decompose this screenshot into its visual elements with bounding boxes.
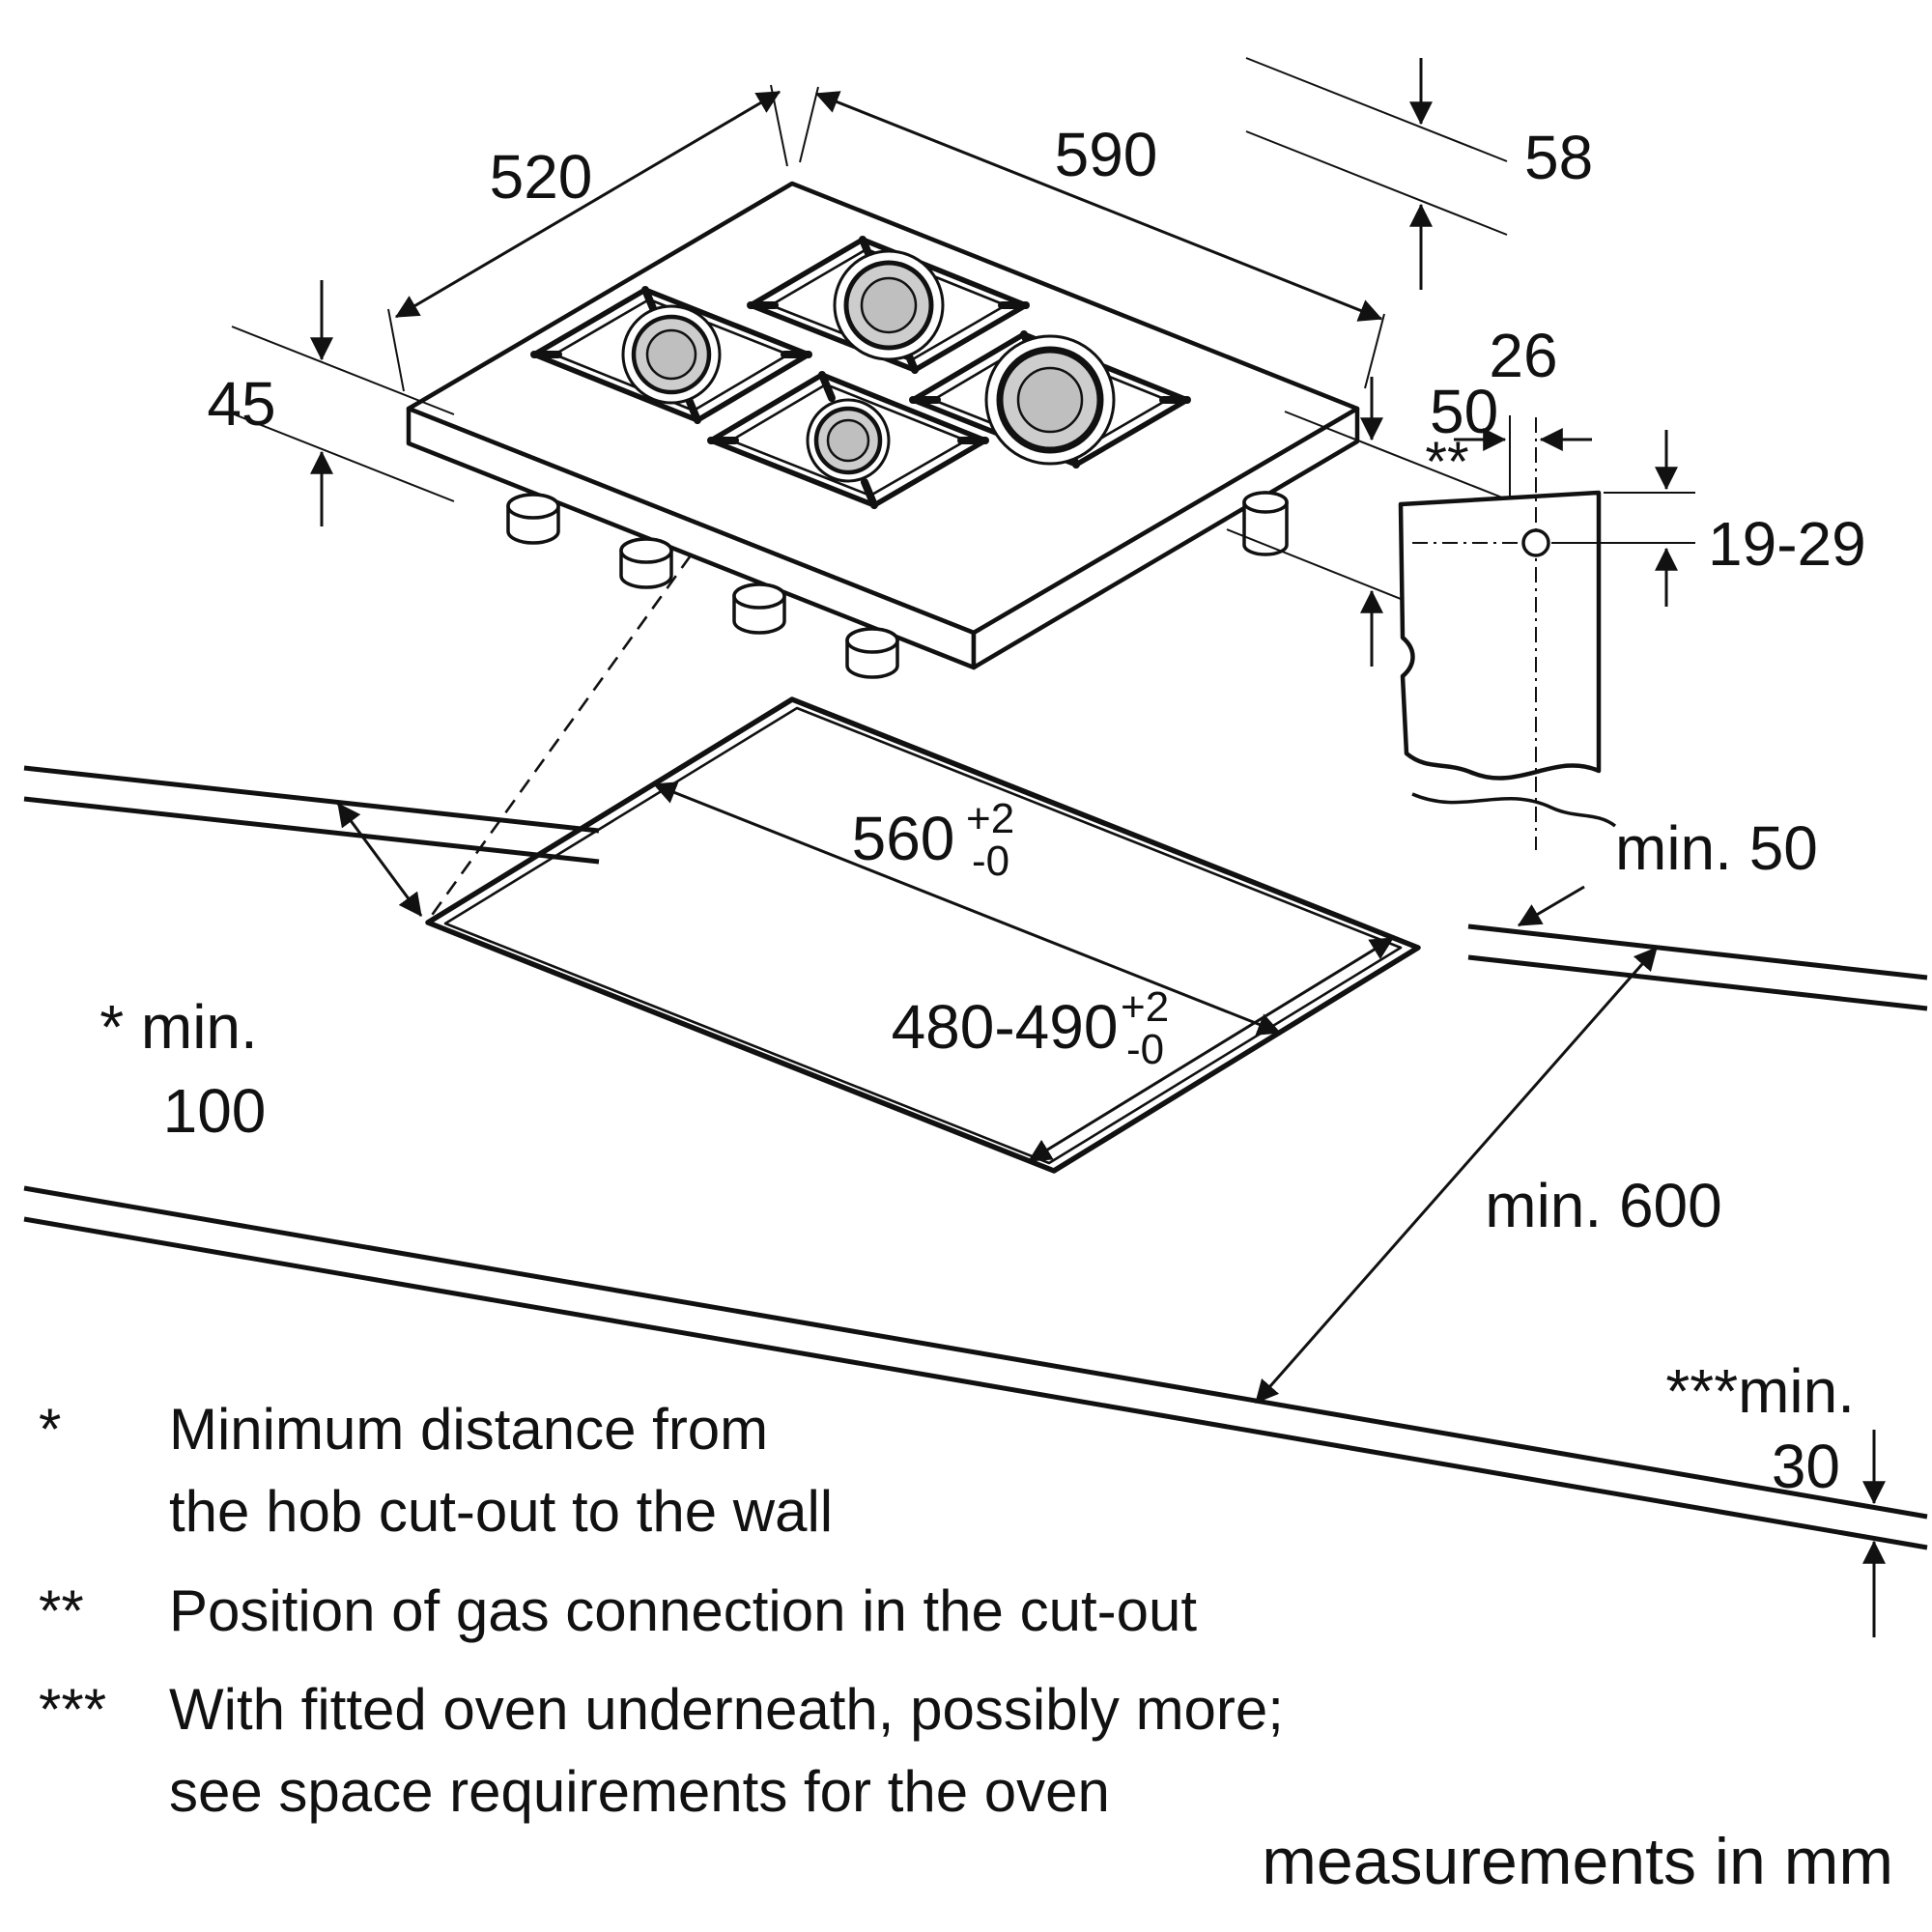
control-knobs bbox=[506, 493, 899, 679]
hob-isometric-view bbox=[406, 181, 1360, 679]
worktop-back-edge-left-inner bbox=[23, 796, 600, 865]
worktop-depth-label: min. 600 bbox=[1485, 1171, 1721, 1240]
back-clearance-label: min. 50 bbox=[1615, 813, 1818, 883]
cutout-depth-tol-minus: -0 bbox=[1126, 1026, 1164, 1073]
gas-connection-hole bbox=[1521, 528, 1550, 557]
dimension-worktop-thickness: ***min. 30 bbox=[1665, 1356, 1886, 1637]
side-clearance-label-1: * min. bbox=[99, 992, 258, 1062]
worktop-front-edge bbox=[23, 1185, 1928, 1520]
dimension-19-29: 19-29 bbox=[1551, 430, 1866, 607]
dimension-side-clearance: * min. 100 bbox=[99, 803, 423, 1146]
worktop-back-edge-right bbox=[1467, 923, 1928, 980]
cutout-outer-edge bbox=[425, 696, 1421, 1174]
cutout-depth-label: 480-490 bbox=[892, 992, 1119, 1062]
footnote-3-line-1: With fitted oven underneath, possibly mo… bbox=[169, 1677, 1284, 1742]
dimension-worktop-depth: min. 600 bbox=[1254, 947, 1722, 1404]
worktop-front-edge-bottom bbox=[23, 1216, 1928, 1550]
knob bbox=[619, 537, 673, 589]
units-note: measurements in mm bbox=[1262, 1825, 1893, 1898]
cutout-width-label: 560 bbox=[852, 804, 955, 873]
footnote-3-line-2: see space requirements for the oven bbox=[169, 1759, 1110, 1824]
burner-left bbox=[530, 286, 812, 424]
gas-offset-label: 26 bbox=[1489, 321, 1557, 390]
footnote-2-line-1: Position of gas connection in the cut-ou… bbox=[169, 1578, 1197, 1643]
footnote-1-line-1: Minimum distance from bbox=[169, 1397, 768, 1462]
hob-foot bbox=[1242, 491, 1289, 556]
knob bbox=[845, 627, 899, 679]
hob-front-right-face bbox=[971, 406, 1360, 670]
dimension-45: 45 bbox=[207, 280, 455, 526]
burner-right-wok bbox=[909, 330, 1191, 469]
footnote-1-line-2: the hob cut-out to the wall bbox=[169, 1479, 833, 1544]
cutout-width-tol-plus: +2 bbox=[966, 795, 1014, 842]
burner-front bbox=[707, 371, 989, 509]
footnotes: * Minimum distance from the hob cut-out … bbox=[39, 1397, 1284, 1824]
dimension-cutout-depth: 480-490 +2 -0 bbox=[892, 936, 1395, 1163]
knob bbox=[506, 493, 560, 545]
footnote-2-marker: ** bbox=[39, 1578, 84, 1643]
dimension-520: 520 bbox=[387, 84, 788, 392]
gas-bracket-section bbox=[1398, 490, 1602, 781]
knob bbox=[732, 582, 786, 635]
worktop-thickness-label-2: 30 bbox=[1772, 1432, 1840, 1501]
dimension-58: 58 bbox=[1245, 57, 1593, 290]
projection-dashed-line bbox=[426, 554, 693, 922]
hob-depth-label: 520 bbox=[490, 142, 593, 212]
gas-depth-label: 19-29 bbox=[1708, 509, 1866, 579]
worktop-thickness-label-1: ***min. bbox=[1665, 1356, 1855, 1426]
footnote-3-marker: *** bbox=[39, 1677, 106, 1742]
worktop-back-edge-left bbox=[23, 765, 600, 834]
dimension-cutout-width: 560 +2 -0 bbox=[652, 781, 1282, 1036]
dimension-26: 26 bbox=[1454, 321, 1592, 497]
cutout-depth-tol-plus: +2 bbox=[1121, 983, 1169, 1031]
cutout-inner-edge bbox=[443, 706, 1403, 1165]
worktop-back-edge-right-inner bbox=[1467, 954, 1928, 1011]
footnote-1-marker: * bbox=[39, 1397, 61, 1462]
break-line bbox=[1411, 792, 1617, 828]
gas-position-marker: ** bbox=[1425, 431, 1468, 494]
hob-height-label: 58 bbox=[1524, 123, 1593, 192]
dimension-590: 590 bbox=[799, 86, 1385, 389]
hob-depth-below-label: 45 bbox=[207, 369, 275, 439]
worktop-cutout bbox=[425, 696, 1421, 1174]
hob-width-label: 590 bbox=[1055, 120, 1158, 189]
side-clearance-label-2: 100 bbox=[163, 1076, 267, 1146]
dimension-back-clearance: min. 50 bbox=[1517, 813, 1818, 927]
cutout-width-tol-minus: -0 bbox=[972, 838, 1009, 885]
gas-connection-detail: 26 ** 19-29 bbox=[1398, 321, 1866, 850]
